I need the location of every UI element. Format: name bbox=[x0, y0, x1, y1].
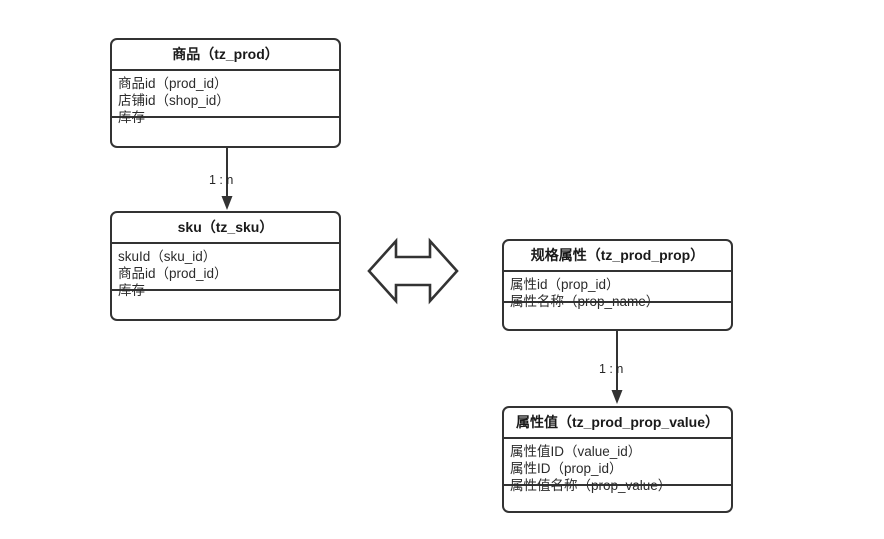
entity-title: 规格属性（tz_prod_prop） bbox=[504, 241, 731, 272]
attribute-row: 商品id（prod_id） bbox=[118, 266, 228, 281]
attribute-row: skuId（sku_id） bbox=[118, 249, 217, 264]
attribute-row: 属性id（prop_id） bbox=[510, 277, 620, 292]
attribute-row: 属性ID（prop_id） bbox=[510, 461, 623, 476]
entity-attributes: skuId（sku_id） 商品id（prod_id） 库存 bbox=[112, 244, 339, 298]
connector-label-prod-to-sku: 1 : n bbox=[209, 173, 234, 187]
entity-tz-prod-prop-value[interactable]: 属性值（tz_prod_prop_value） 属性值ID（value_id） … bbox=[502, 406, 733, 513]
double-headed-arrow-icon bbox=[366, 236, 460, 306]
attribute-row: 属性值名称（prop_value） bbox=[510, 478, 672, 493]
entity-methods bbox=[112, 291, 339, 319]
connector-label-prop-to-prop-value: 1 : n bbox=[599, 362, 624, 376]
entity-methods bbox=[504, 303, 731, 329]
entity-title: 属性值（tz_prod_prop_value） bbox=[504, 408, 731, 439]
attribute-row: 店铺id（shop_id） bbox=[118, 93, 230, 108]
connector-prod-to-sku bbox=[218, 146, 236, 212]
entity-attributes: 属性id（prop_id） 属性名称（prop_name） bbox=[504, 272, 731, 309]
entity-title: sku（tz_sku） bbox=[112, 213, 339, 244]
entity-methods bbox=[504, 486, 731, 511]
attribute-row: 库存 bbox=[118, 110, 145, 125]
entity-title: 商品（tz_prod） bbox=[112, 40, 339, 71]
entity-tz-prod-prop[interactable]: 规格属性（tz_prod_prop） 属性id（prop_id） 属性名称（pr… bbox=[502, 239, 733, 331]
entity-tz-sku[interactable]: sku（tz_sku） skuId（sku_id） 商品id（prod_id） … bbox=[110, 211, 341, 321]
connector-prop-to-prop-value bbox=[608, 330, 626, 406]
attribute-row: 库存 bbox=[118, 283, 145, 298]
entity-attributes: 属性值ID（value_id） 属性ID（prop_id） 属性值名称（prop… bbox=[504, 439, 731, 493]
attribute-row: 商品id（prod_id） bbox=[118, 76, 228, 91]
entity-attributes: 商品id（prod_id） 店铺id（shop_id） 库存 bbox=[112, 71, 339, 125]
attribute-row: 属性值ID（value_id） bbox=[510, 444, 642, 459]
entity-tz-prod[interactable]: 商品（tz_prod） 商品id（prod_id） 店铺id（shop_id） … bbox=[110, 38, 341, 148]
entity-methods bbox=[112, 118, 339, 146]
attribute-row: 属性名称（prop_name） bbox=[510, 294, 660, 309]
